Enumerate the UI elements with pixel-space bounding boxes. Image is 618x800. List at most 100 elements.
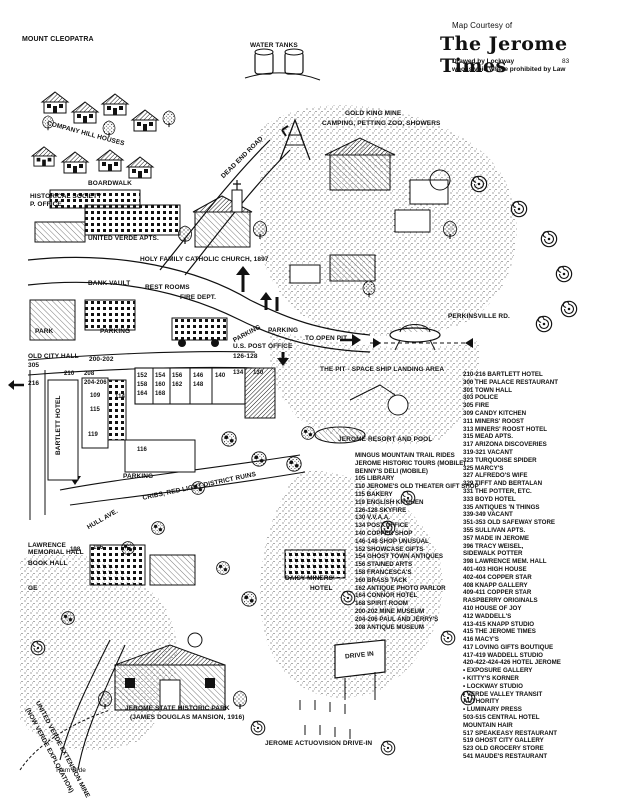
bldg-number: 154 [155,373,166,379]
directory-entry: 331 THE POTTER, ETC. [463,487,532,495]
label-us-post-office: U.S. POST OFFICE [233,343,293,350]
bldg-number: 119 [88,432,98,438]
bldg-number: 130 [253,370,264,376]
bldg-number: 134 [233,370,244,376]
directory-entry: 503-515 CENTRAL HOTEL [463,714,540,722]
bldg-number: 208 [84,371,95,377]
directory-entry: 519 GHOST CITY GALLERY [463,737,544,745]
bldg-number: 109 [90,393,101,399]
directory-entry: AUTHORITY [463,698,500,706]
gold-king-mine-drawing [279,118,458,298]
label-lawrence-hall: LAWRENCE MEMORIAL HALL [28,542,84,556]
directory-entry: 146-148 SHOP UNUSUAL [355,537,429,545]
directory-entry: 313 MINERS' ROOST HOTEL [463,425,547,433]
directory-entry: 204-206 PAUL AND JERRY'S [355,615,439,623]
bldg-number: 115 [90,407,100,413]
directory-entry: 156 STAINED ARTS [355,561,413,569]
directory-entry: 420-422-424-426 HOTEL JEROME [463,659,561,667]
directory-entry: 152 SHOWCASE GIFTS [355,545,424,553]
label-parking-3: PARKING [268,327,299,334]
directory-entry: RASPBERRY ORIGINALS [463,597,538,605]
label-holy-family-church: HOLY FAMILY CATHOLIC CHURCH, 1897 [140,256,269,263]
directory-entry: 355 SULLIVAN APTS. [463,526,526,534]
map-courtesy: Map Courtesy of [452,21,513,30]
directory-entry: 319-321 VACANT [463,448,513,456]
directory-entry: 541 MAUDE'S RESTAURANT [463,753,548,761]
credit-line-1: Drawed by Lockway [452,58,515,65]
label-p-office: P. OFFICE [30,201,62,208]
directory-entry: 417-419 WADDELL STUDIO [463,651,543,659]
directory-entry: 329 TIFFT AND BERTALAN [463,480,543,488]
label-book-hall: BOOK HALL [28,560,68,567]
directory-entry: 323 TURQUOISE SPIDER [463,456,537,464]
directory-entry: 160 BRASS TACK [355,576,408,584]
spaceship-drawing [389,324,441,351]
directory-entry: 417 LOVING GIFTS BOUTIQUE [463,643,554,651]
bldg-number: 204-206 [84,380,107,386]
directory-entry: 327 ALFREDO'S WIFE [463,472,528,480]
bldg-number: 152 [137,373,148,379]
label-daisy-miners: DAISY MINERS' [285,575,335,582]
credit-line-2: who is void where prohibited by Law [452,66,566,73]
bldg-number: 146 [193,373,204,379]
church-drawing [177,180,268,248]
directory-entry: 317 ARIZONA DISCOVERIES [463,441,547,449]
bldg-number: 198 [70,547,81,553]
directory-entry: 115 BAKERY [355,490,393,498]
label-fire-dept: FIRE DEPT. [180,294,217,301]
directory-entry: 415 THE JEROME TIMES [463,628,536,636]
resort-pool-drawing [314,384,409,444]
label-ge: GE [28,585,38,592]
directory-entry: BENNY'S DELI (MOBILE) [355,467,428,475]
label-to-open-pit: TO OPEN PIT [305,335,348,342]
directory-entry: • EXPOSURE GALLERY [463,667,533,675]
directory-entry: 335 ANTIQUES 'N THINGS [463,503,540,511]
label-216: 216 [28,380,40,387]
directory-entry: • VERDE VALLEY TRANSIT [463,690,543,698]
drive-in-drawing [299,639,386,739]
label-200-202: 200-202 [89,356,114,363]
directory-entry: 134 POST OFFICE [355,522,409,530]
bldg-number: 168 [155,391,166,397]
directory-entry: 396 TRACY WEISEL, [463,542,524,550]
water-tanks-drawing [244,48,321,81]
directory-entry: 140 COPPER SHOP [355,529,413,537]
directory-entry: 210-216 BARTLETT HOTEL [463,371,543,378]
directory-entry: 158 FRANCESCA'S [355,568,412,576]
directory-entry: 200-202 MINE MUSEUM [355,607,425,615]
label-gold-king-sub: CAMPING, PETTING ZOO, SHOWERS [322,120,441,127]
directory-entry: 408 KNAPP GALLERY [463,581,528,589]
newspaper-title: The Jerome Times [440,33,568,77]
label-126-128: 126-128 [233,353,258,360]
directory-entry: 351-353 OLD SAFEWAY STORE [463,519,556,527]
directory-entry: • LUMINARY PRESS [463,706,522,714]
directory-entry: 162 ANTIQUE PHOTO PARLOR [355,584,446,592]
label-united-verde-apts: UNITED VERDE APTS. [88,235,159,242]
directory-entry: 402-404 COPPER STAR [463,573,532,581]
label-tram-ride: Tram Ride [55,767,86,774]
bldg-number: 114 [115,394,125,400]
label-bank-vault: BANK VAULT [88,280,131,287]
label-bartlett-hotel: BARTLETT HOTEL [55,395,62,455]
directory-entry: 523 OLD GROCERY STORE [463,745,544,753]
bldg-number: 116 [137,447,147,453]
directory-entry: 413-415 KNAPP STUDIO [463,620,535,628]
bldg-number: 196 [93,545,104,551]
directory-entry: 208 ANTIQUE MUSEUM [355,623,424,631]
directory-entry: 325 MARCY'S [463,464,504,472]
label-gold-king-mine: GOLD KING MINE [345,110,402,117]
label-305: 305 [28,362,40,369]
label-parking-1: PARKING [100,328,131,335]
directory-entry: MINGUS MOUNTAIN TRAIL RIDES [355,452,455,459]
directory-entry: 315 MEAD APTS. [463,433,513,441]
directory-entry: 517 SPEAKEASY RESTAURANT [463,729,557,737]
directory-entry: 339-349 VACANT [463,511,513,519]
directory-entry: 311 MINERS' ROOST [463,417,524,425]
directory-entry: JEROME HISTORIC TOURS (MOBILE) [355,459,466,467]
bldg-number: 160 [155,382,166,388]
label-historical-society: HISTORICAL SOCIETY [30,193,102,200]
bldg-number: 210 [64,371,75,377]
